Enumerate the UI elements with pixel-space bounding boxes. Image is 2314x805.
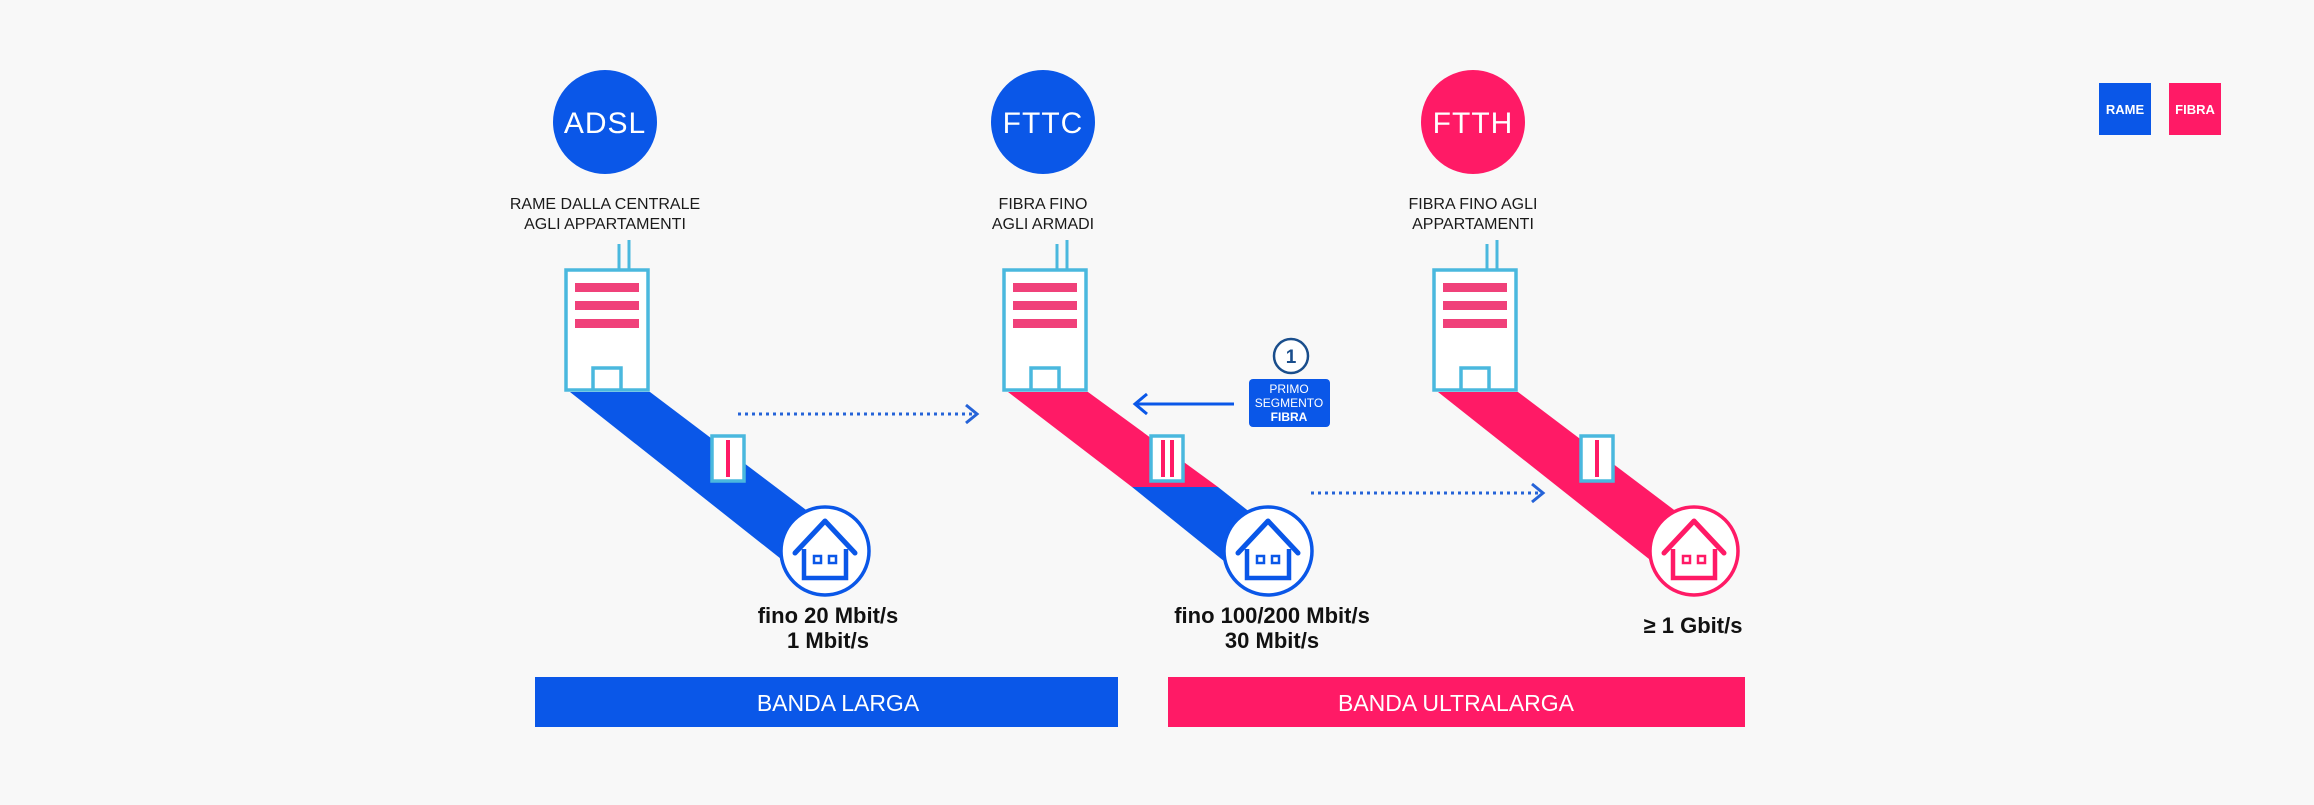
band-banda-ultralarga: BANDA ULTRALARGA	[1168, 677, 1745, 727]
tech-desc-ftth-line2: APPARTAMENTI	[1412, 216, 1534, 233]
band-bar	[535, 677, 1118, 727]
tech-desc-ftth-line1: FIBRA FINO AGLI	[1409, 196, 1538, 213]
arrow-right-icon	[1311, 482, 1546, 504]
tech-desc-adsl-line1: RAME DALLA CENTRALE	[510, 196, 700, 213]
tech-badge-adsl	[553, 70, 657, 174]
callout-number: 1	[1286, 347, 1297, 368]
fibre-line-fttc	[1008, 392, 1218, 487]
house-icon	[1222, 505, 1314, 597]
house-icon	[1648, 505, 1740, 597]
column-fttc: FTTC FIBRA FINO AGLI ARMADI	[991, 70, 1370, 653]
speed-fttc-line1: fino 100/200 Mbit/s	[1174, 603, 1370, 628]
street-cabinet-icon	[1149, 434, 1185, 483]
fibre-line-ftth	[1438, 392, 1698, 574]
tech-name-adsl: ADSL	[564, 107, 646, 140]
street-cabinet-icon	[1579, 434, 1615, 483]
legend-swatch-fibra	[2169, 83, 2221, 135]
speed-adsl-line2: 1 Mbit/s	[787, 628, 869, 653]
legend-swatch-rame	[2099, 83, 2151, 135]
legend: RAME FIBRA	[2099, 83, 2221, 135]
copper-line-adsl	[570, 392, 830, 574]
callout-number-badge	[1272, 337, 1310, 375]
house-icon	[779, 505, 871, 597]
band-bar	[1168, 677, 1745, 727]
tech-name-ftth: FTTH	[1433, 107, 1514, 140]
legend-label-rame: RAME	[2106, 102, 2145, 117]
band-label: BANDA LARGA	[757, 690, 920, 716]
tech-desc-adsl-line2: AGLI APPARTAMENTI	[524, 216, 686, 233]
callout-first-segment: 1 PRIMO SEGMENTO FIBRA	[1132, 337, 1330, 427]
callout-box	[1249, 379, 1330, 427]
speed-adsl-line1: fino 20 Mbit/s	[758, 603, 899, 628]
callout-line2: SEGMENTO	[1255, 396, 1323, 410]
speed-fttc-line2: 30 Mbit/s	[1225, 628, 1319, 653]
tech-badge-ftth	[1421, 70, 1525, 174]
band-label: BANDA ULTRALARGA	[1338, 690, 1575, 716]
arrow-left-icon	[1132, 392, 1234, 416]
column-adsl: ADSL RAME DALLA CENTRALE AGLI APPARTAMEN…	[510, 70, 898, 653]
arrow-right-icon	[738, 403, 980, 425]
legend-label-fibra: FIBRA	[2175, 102, 2215, 117]
building-icon	[1432, 240, 1518, 392]
band-banda-larga: BANDA LARGA	[535, 677, 1118, 727]
street-cabinet-icon	[710, 434, 746, 483]
tech-badge-fttc	[991, 70, 1095, 174]
callout-line1: PRIMO	[1269, 382, 1308, 396]
speed-ftth-line1: ≥ 1 Gbit/s	[1644, 613, 1743, 638]
callout-line3: FIBRA	[1271, 410, 1308, 424]
building-icon	[564, 240, 650, 392]
column-ftth: FTTH FIBRA FINO AGLI APPARTAMENTI	[1409, 70, 1743, 638]
building-icon	[1002, 240, 1088, 392]
tech-desc-fttc-line2: AGLI ARMADI	[992, 216, 1094, 233]
tech-name-fttc: FTTC	[1003, 107, 1084, 140]
tech-desc-fttc-line1: FIBRA FINO	[999, 196, 1088, 213]
